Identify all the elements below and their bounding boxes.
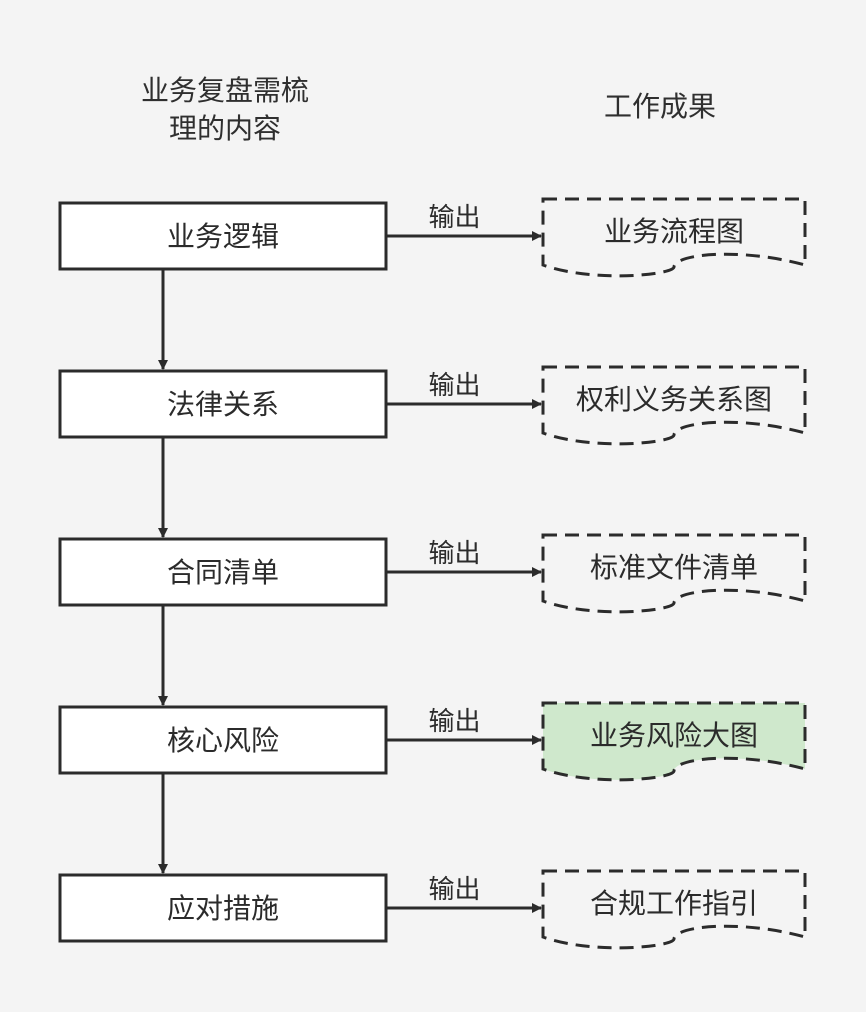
- result-label: 标准文件清单: [590, 551, 758, 584]
- flow-row: 合同清单 输出 标准文件清单: [58, 533, 807, 614]
- result-document: [541, 533, 807, 614]
- result-label: 合规工作指引: [590, 887, 758, 920]
- right-column-header: 工作成果: [603, 90, 716, 123]
- flow-row: 应对措施 输出 合规工作指引: [58, 869, 807, 950]
- step-label: 核心风险: [167, 724, 279, 757]
- output-label: 输出: [428, 539, 480, 569]
- result-label: 权利义务关系图: [576, 383, 772, 416]
- step-label: 法律关系: [167, 388, 279, 421]
- output-label: 输出: [428, 707, 480, 737]
- step-label: 应对措施: [167, 892, 279, 925]
- step-box: [58, 873, 388, 943]
- output-label: 输出: [428, 203, 480, 233]
- left-column-header: 业务复盘需梳 理的内容: [140, 74, 309, 145]
- output-label: 输出: [428, 371, 480, 401]
- step-label: 业务逻辑: [167, 220, 279, 253]
- step-box: [58, 537, 388, 607]
- step-box: [58, 369, 388, 439]
- step-label: 合同清单: [167, 556, 279, 589]
- flow-row: 业务逻辑 输出 业务流程图: [58, 197, 807, 278]
- result-document-highlighted: [541, 701, 807, 782]
- flow-row: 核心风险 输出 业务风险大图: [58, 701, 807, 782]
- result-document: [541, 365, 807, 446]
- result-label: 业务流程图: [604, 215, 744, 248]
- result-label: 业务风险大图: [590, 719, 758, 752]
- result-document: [541, 869, 807, 950]
- flow-row: 法律关系 输出 权利义务关系图: [58, 365, 807, 446]
- output-label: 输出: [428, 875, 480, 905]
- result-document: [541, 197, 807, 278]
